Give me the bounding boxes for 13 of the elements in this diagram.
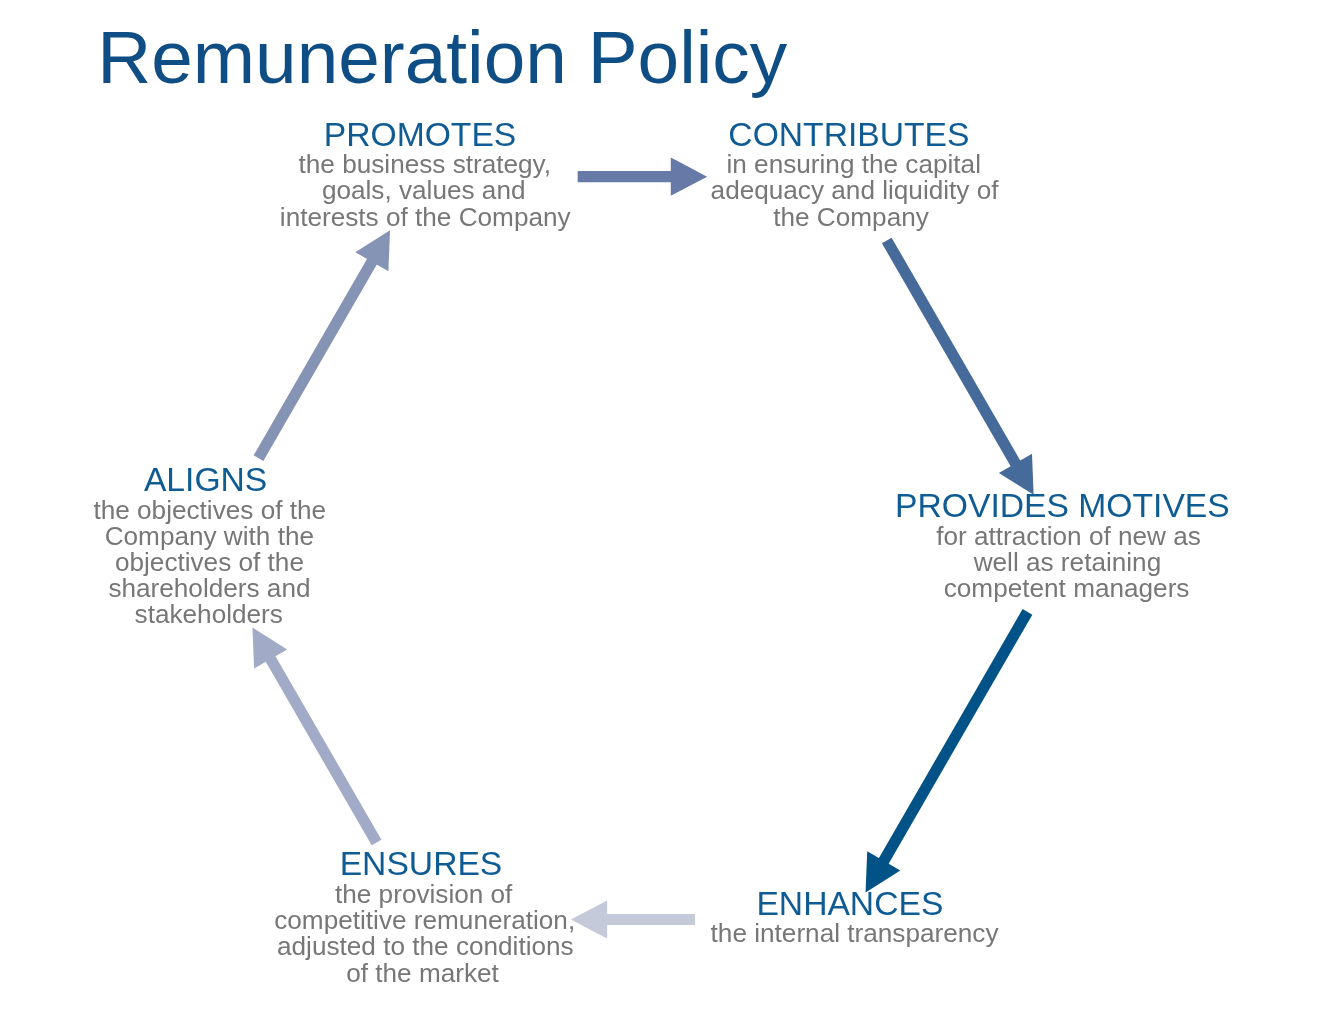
node-text: ENHANCES the internal transparency [710,884,998,949]
node-text: CONTRIBUTES in ensuring the capital adequacy and liquidity of the Company [710,115,999,232]
arrow [577,157,707,196]
node-text: PROMOTES the business strategy, goals, values and interests of the Company [279,115,571,232]
node-text: PROVIDES MOTIVES for attraction of new as well as retaining competent managers [894,487,1230,604]
node-text: ALIGNS the objectives of the Company with the objectives of the shareholders and stakeholders [92,460,326,630]
arrow [251,627,381,846]
node-text: ENSURES the provision of competitive remuneration, adjusted to the conditions of the market [273,845,575,988]
arrow [253,230,390,461]
diagram-title: Remuneration Policy [96,15,787,100]
arrow [865,609,1032,893]
arrow [881,237,1034,495]
arrow [570,900,695,939]
